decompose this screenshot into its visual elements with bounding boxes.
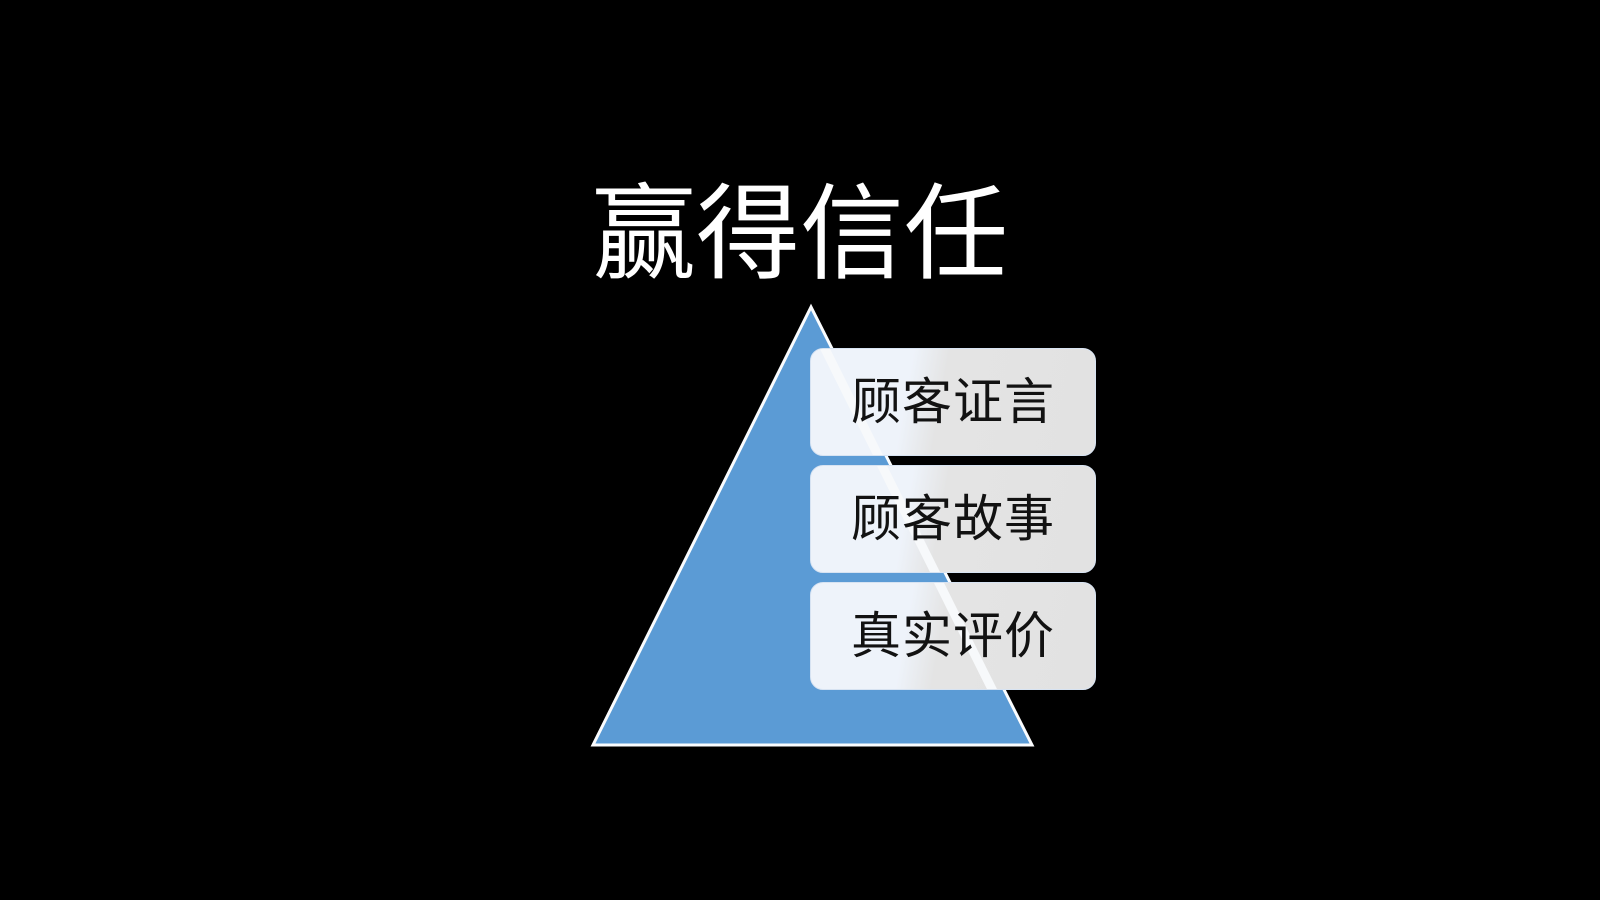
- pyramid-level-label: 真实评价: [851, 607, 1055, 665]
- pyramid-level-stories[interactable]: 顾客故事: [810, 465, 1096, 573]
- page-title: 赢得信任: [591, 173, 1008, 295]
- trust-pyramid-diagram[interactable]: 顾客证言 顾客故事 真实评价: [560, 290, 1120, 770]
- pyramid-level-label: 顾客证言: [851, 373, 1055, 431]
- pyramid-level-reviews[interactable]: 真实评价: [810, 582, 1096, 690]
- pyramid-level-testimonials[interactable]: 顾客证言: [810, 348, 1096, 456]
- pyramid-level-label: 顾客故事: [851, 490, 1055, 548]
